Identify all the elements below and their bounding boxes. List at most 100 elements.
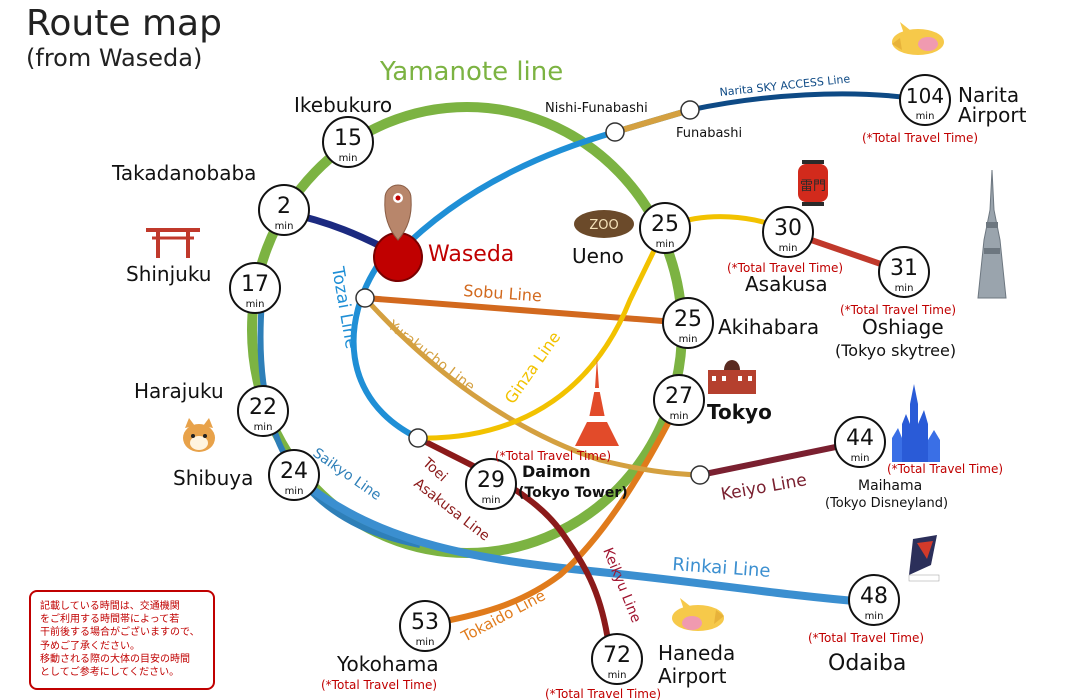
oshiage-label: Oshiage (862, 315, 944, 339)
rinkai-line (297, 476, 867, 606)
unit-label: min (865, 611, 884, 622)
waseda-label: Waseda (428, 242, 514, 267)
ueno-label: Ueno (572, 244, 624, 268)
unit-label: min (656, 239, 675, 250)
yokohama-time: 53 (411, 610, 439, 635)
tokyo-station-building-icon (708, 360, 756, 394)
ikebukuro-label: Ikebukuro (294, 93, 392, 117)
station-odaiba[interactable]: 48 min (*Total Travel Time) Odaiba (808, 574, 924, 676)
yurakucho-line (363, 296, 701, 478)
station-shibuya[interactable]: 24 min Shibuya (173, 449, 320, 501)
unit-label: min (416, 637, 435, 648)
daimon-label: Daimon (522, 462, 591, 481)
shinjuku-time: 17 (241, 272, 269, 297)
rinkai-line-label: Rinkai Line (672, 554, 772, 582)
nishi-funabashi-node (680, 100, 700, 120)
time-badge (268, 449, 320, 501)
unit-label: min (895, 283, 914, 294)
haneda-label: Haneda (658, 641, 735, 665)
maihama-label: Maihama (858, 478, 922, 494)
time-badge (653, 374, 705, 426)
narita-label-2: Airport (958, 103, 1027, 127)
time-badge (848, 574, 900, 626)
station-harajuku[interactable]: 22 min Harajuku (134, 379, 289, 437)
airplane-icon (672, 598, 724, 631)
airplane-icon (892, 22, 944, 55)
station-shinjuku[interactable]: 17 min Shinjuku (126, 262, 281, 314)
asakusa-label: Asakusa (745, 272, 828, 296)
unit-label: min (254, 422, 273, 433)
tozai-line-west (350, 260, 420, 441)
station-maihama[interactable]: 44 min (*Total Travel Time) Maihama (Tok… (825, 416, 1003, 511)
yamanote-line-label: Yamanote line (379, 57, 563, 87)
time-badge (465, 458, 517, 510)
station-narita[interactable]: 104 min Narita Airport (*Total Travel Ti… (862, 74, 1027, 145)
total-time-note: (*Total Travel Time) (545, 687, 661, 700)
station-akihabara[interactable]: 25 min Akihabara (662, 297, 819, 349)
ginza-line (417, 214, 790, 441)
unit-label: min (275, 221, 294, 232)
tozai-line-east (395, 107, 691, 256)
daimon-time: 29 (477, 468, 505, 493)
unit-label: min (916, 111, 935, 122)
akihabara-label: Akihabara (718, 315, 819, 339)
note-line: 移動される際の大体の目安の時間 (40, 653, 190, 665)
station-ikebukuro[interactable]: 15 min Ikebukuro (294, 93, 392, 168)
shibuya-time: 24 (280, 459, 308, 484)
time-badge (878, 246, 930, 298)
timetable-disclaimer-note: 記載している時間は、交通機関 をご利用する時間帯によって若 干前後する場合がござ… (29, 590, 215, 690)
ueno-time: 25 (651, 212, 679, 237)
station-asakusa[interactable]: 30 min (*Total Travel Time) Asakusa (727, 206, 843, 296)
page-title: Route map (26, 3, 222, 44)
tokyo-tower-icon (575, 358, 619, 446)
ginza-line-label: Ginza Line (501, 328, 565, 407)
narita-label: Narita (958, 83, 1019, 107)
oshiage-time: 31 (890, 256, 918, 281)
total-time-note: (*Total Travel Time) (808, 631, 924, 645)
station-daimon[interactable]: 29 min (*Total Travel Time) Daimon (Toky… (465, 449, 628, 510)
maihama-time: 44 (846, 426, 874, 451)
unit-label: min (670, 411, 689, 422)
total-time-note: (*Total Travel Time) (727, 261, 843, 275)
tokaido-line (424, 398, 683, 628)
unit-label: min (482, 495, 501, 506)
zoo-sign-text: ZOO (589, 218, 618, 233)
zoo-sign-icon: ZOO (574, 210, 634, 238)
unit-label: min (851, 453, 870, 464)
asakusa-time: 30 (774, 216, 802, 241)
station-tokyo[interactable]: 27 min Tokyo (653, 374, 772, 426)
station-ueno[interactable]: 25 min Ueno (572, 202, 691, 268)
kaminarimon-lantern-icon: 雷門 (798, 160, 828, 206)
total-time-note: (*Total Travel Time) (887, 462, 1003, 476)
total-time-note: (*Total Travel Time) (495, 449, 611, 463)
funabashi-link (614, 107, 691, 135)
nishi-funabashi-label: Nishi-Funabashi (545, 101, 648, 116)
time-badge (237, 385, 289, 437)
ikebukuro-time: 15 (334, 126, 362, 151)
odaiba-time: 48 (860, 584, 888, 609)
station-takadanobaba[interactable]: 2 min Takadanobaba (111, 161, 310, 236)
note-line: 干前後する場合がございますので、 (40, 627, 200, 639)
time-badge (834, 416, 886, 468)
narita-sky-access-line (689, 91, 926, 113)
daimon-sub-label: (Tokyo Tower) (518, 485, 628, 501)
sobu-line (364, 295, 689, 326)
unit-label: min (246, 299, 265, 310)
funabashi-node (605, 122, 625, 142)
station-oshiage[interactable]: 31 min (*Total Travel Time) Oshiage (Tok… (835, 246, 956, 360)
station-haneda[interactable]: 72 min Haneda Airport (*Total Travel Tim… (545, 633, 735, 700)
gundam-statue-icon (908, 535, 940, 582)
harajuku-label: Harajuku (134, 379, 224, 403)
location-pin-icon (384, 184, 412, 241)
keiyo-line (699, 439, 861, 478)
yurakucho-line-label: Yurakucho Line (384, 317, 478, 395)
time-badge (639, 202, 691, 254)
takadanobaba-label: Takadanobaba (111, 161, 256, 185)
tokyo-time: 27 (665, 384, 693, 409)
station-yokohama[interactable]: 53 min Yokohama (*Total Travel Time) (321, 600, 451, 692)
unit-label: min (285, 486, 304, 497)
akihabara-time: 25 (674, 307, 702, 332)
page-subtitle: (from Waseda) (26, 44, 202, 72)
transfer-node (408, 428, 428, 448)
